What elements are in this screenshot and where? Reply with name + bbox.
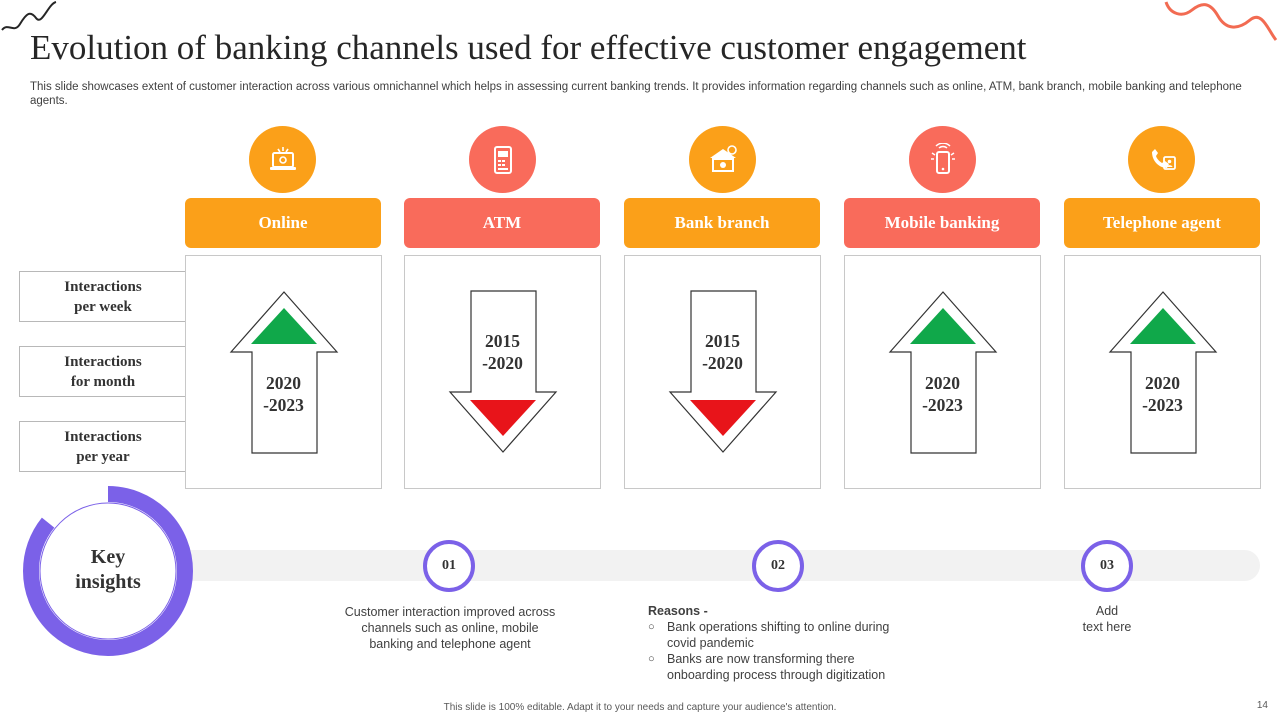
down-arrow-icon — [668, 290, 778, 453]
slide-footer: This slide is 100% editable. Adapt it to… — [443, 702, 837, 713]
insights-timeline-bar — [170, 550, 1260, 581]
trend-period-label: 2020-2023 — [922, 373, 963, 415]
insight-number-01: 01 — [423, 540, 475, 592]
trend-period-label: 2015-2020 — [482, 331, 523, 373]
channel-header-online: Online — [185, 198, 381, 248]
mobile-banking-channel-icon-circle — [909, 126, 976, 193]
insight-text-03: Add text here — [1082, 604, 1132, 634]
trend-period-label: 2015-2020 — [702, 331, 743, 373]
page-subtitle: This slide showcases extent of customer … — [30, 81, 1242, 107]
channel-header-telephone-agent: Telephone agent — [1064, 198, 1260, 248]
up-arrow-icon — [888, 291, 998, 454]
channel-header-mobile-banking: Mobile banking — [844, 198, 1040, 248]
bank-icon — [709, 144, 737, 172]
insight-number-03: 03 — [1081, 540, 1133, 592]
channel-panel-telephone-agent: 2020-2023 — [1064, 255, 1261, 489]
mobile-icon — [930, 142, 955, 174]
reason-bullet: Bank operations shifting to online durin… — [648, 619, 928, 651]
online-channel-icon-circle — [249, 126, 316, 193]
channel-header-bank-branch: Bank branch — [624, 198, 820, 248]
squiggle-decoration-left — [1, 1, 57, 31]
telephone-agent-channel-icon-circle — [1128, 126, 1195, 193]
channel-panel-online: 2020-2023 — [185, 255, 382, 489]
channel-panel-atm: 2015-2020 — [404, 255, 601, 489]
down-arrow-icon — [448, 290, 558, 453]
page-title: Evolution of banking channels used for e… — [30, 28, 1027, 67]
reasons-title: Reasons - — [648, 604, 708, 618]
telephone-icon — [1151, 148, 1176, 170]
laptop-icon — [269, 146, 296, 170]
page-number: 14 — [1256, 700, 1268, 711]
channel-panel-mobile-banking: 2020-2023 — [844, 255, 1041, 489]
reason-bullet: Banks are now transforming there onboard… — [648, 651, 928, 683]
up-arrow-icon — [1108, 291, 1218, 454]
channel-header-atm: ATM — [404, 198, 600, 248]
key-insights-ring — [23, 486, 193, 656]
insight-text-02: Reasons - Bank operations shifting to on… — [648, 603, 928, 683]
insight-number-02: 02 — [752, 540, 804, 592]
bank-branch-channel-icon-circle — [689, 126, 756, 193]
trend-period-label: 2020-2023 — [1142, 373, 1183, 415]
channel-panel-bank-branch: 2015-2020 — [624, 255, 821, 489]
atm-channel-icon-circle — [469, 126, 536, 193]
up-arrow-icon — [229, 291, 339, 454]
atm-icon — [493, 145, 512, 174]
insight-text-01: Customer interaction improved across cha… — [344, 605, 556, 651]
squiggle-decoration-right — [1164, 1, 1278, 41]
trend-period-label: 2020-2023 — [263, 373, 304, 415]
